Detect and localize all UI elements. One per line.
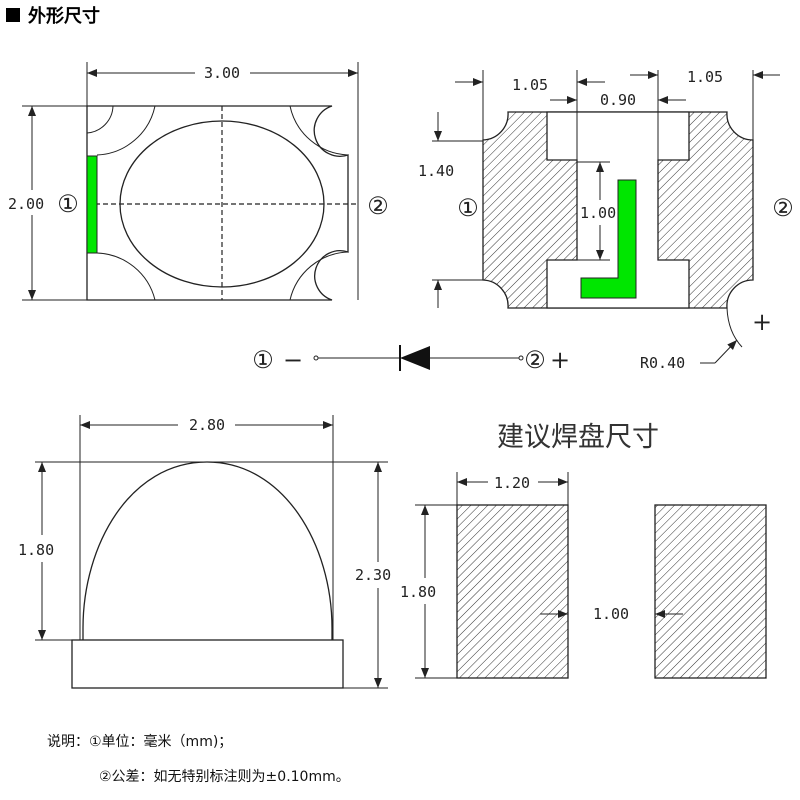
pad-left [456,504,569,679]
note-line-2: ②公差：如无特别标注则为±0.10mm。 [99,769,350,785]
dim-right-pad: 1.05 [687,68,723,86]
header-square-icon [6,8,20,22]
dim-pad-width: 1.20 [494,474,530,492]
header-title: 外形尺寸 [28,5,100,27]
dim-pad-height: 1.80 [400,583,436,601]
dim-side-width: 2.80 [189,416,225,434]
recommended-pads: 建议焊盘尺寸 1.20 1.80 1.00 [400,422,767,679]
dim-left-pad: 1.05 [512,76,548,94]
dim-total-height: 2.30 [355,566,391,584]
diode-symbol: ① − ② + [252,345,570,374]
top-view: 3.00 2.00 ① ② [8,62,389,301]
pin2-label: ② [772,194,794,222]
polarity-pin1: ① [252,346,274,374]
pin2-label: ② [367,192,389,220]
dim-gap: 0.90 [600,91,636,109]
pin1-label: ① [57,190,79,218]
polarity-pin2: ② [524,346,546,374]
polarity-marker [86,155,98,254]
dim-pad-height: 1.40 [418,162,454,180]
note-line-1: 说明：①单位：毫米（mm)； [47,733,232,750]
polarity-plus: + [550,346,570,374]
pin1-label: ① [457,194,479,222]
dim-height: 2.00 [8,195,44,213]
side-view: 2.80 1.80 2.30 [18,415,391,689]
pads-title: 建议焊盘尺寸 [497,422,659,453]
dim-dome-height: 1.80 [18,541,54,559]
plus-mark: + [752,308,772,336]
polarity-marker-l [580,179,637,299]
bottom-view: 1.05 0.90 1.05 1.40 1.00 ① ② R0.40 + [418,68,794,372]
polarity-minus: − [283,346,303,374]
dim-center-height: 1.00 [580,204,616,222]
dim-width: 3.00 [204,64,240,82]
dim-pad-gap: 1.00 [593,605,629,623]
pad-right [654,504,767,679]
dim-radius: R0.40 [640,354,685,372]
